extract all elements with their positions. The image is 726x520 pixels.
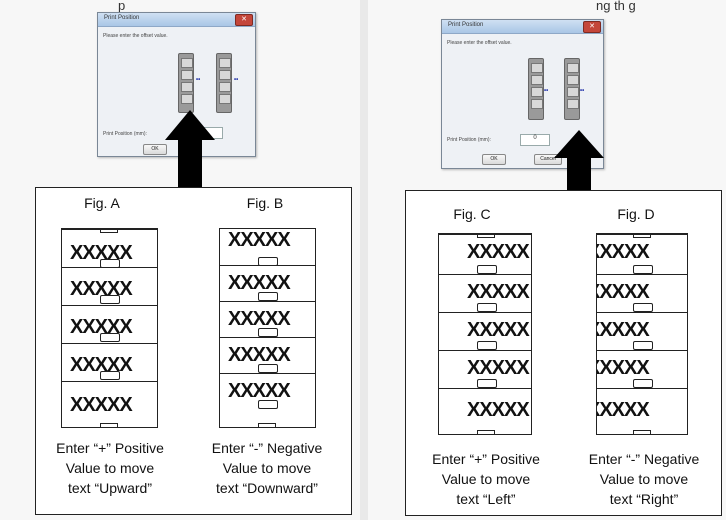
fig-c-row-text: XXXXX <box>467 241 530 263</box>
fig-a-row-text: XXXXX <box>70 242 133 264</box>
fig-a-row-text: XXXXX <box>70 316 133 338</box>
close-icon[interactable]: ✕ <box>235 14 253 26</box>
fig-d-label-strip: XXXXX XXXXX XXXXX XXXXX XXXXX <box>596 233 688 435</box>
fig-c-description: Enter “+” Positive Value to move text “L… <box>432 451 540 507</box>
print-position-label: Print Position (mm): <box>103 131 147 137</box>
dialog-title: Print Position <box>448 22 484 28</box>
fig-b-row-text: XXXXX <box>228 272 291 294</box>
fig-b-row-text: XXXXX <box>228 229 291 251</box>
tape-preview-after <box>564 58 580 120</box>
up-arrow-icon <box>554 130 604 226</box>
fig-c-row-text: XXXXX <box>467 319 530 341</box>
fig-c-label-strip: XXXXX XXXXX XXXXX XXXXX XXXXX <box>438 233 532 435</box>
ok-button[interactable]: OK <box>482 154 506 165</box>
dialog-titlebar: Print Position ✕ <box>442 20 603 34</box>
dialog-title: Print Position <box>104 15 140 21</box>
nudge-icon: •• <box>234 77 239 83</box>
nudge-icon: •• <box>580 88 585 94</box>
caption-fragment-right: ng th g <box>596 0 636 13</box>
nudge-icon: •• <box>544 88 549 94</box>
figure-box-right: Fig. C Fig. D XXXXX XXXXX XXXXX XXXXX XX… <box>405 190 722 516</box>
fig-c-row-text: XXXXX <box>467 357 530 379</box>
tape-preview-before <box>178 53 194 113</box>
caption-fragment-left: p <box>118 0 126 13</box>
fig-b-label-strip: XXXXX XXXXX XXXXX XXXXX XXXXX <box>219 228 316 428</box>
print-position-input[interactable]: 0 <box>520 134 550 146</box>
fig-c-row-text: XXXXX <box>467 399 530 421</box>
fig-b-row-text: XXXXX <box>228 380 291 402</box>
cancel-button[interactable]: Cancel <box>534 154 562 165</box>
fig-d-row-text: XXXXX <box>597 399 650 421</box>
nudge-icon: •• <box>196 77 201 83</box>
dialog-instruction: Please enter the offset value. <box>447 40 512 46</box>
close-icon[interactable]: ✕ <box>583 21 601 33</box>
fig-d-row-text: XXXXX <box>597 241 650 263</box>
fig-b-title: Fig. B <box>246 195 284 211</box>
fig-d-row-text: XXXXX <box>597 319 650 341</box>
fig-b-description: Enter “-” Negative Value to move text “D… <box>211 440 323 496</box>
tape-preview-after <box>216 53 232 113</box>
fig-a-description: Enter “+” Positive Value to move text “U… <box>56 440 164 496</box>
fig-c-row-text: XXXXX <box>467 281 530 303</box>
fig-d-title: Fig. D <box>617 206 655 222</box>
fig-b-row-text: XXXXX <box>228 308 291 330</box>
fig-c-title: Fig. C <box>453 206 491 222</box>
fig-d-description: Enter “-” Negative Value to move text “R… <box>588 451 700 507</box>
fig-d-row-text: XXXXX <box>597 281 650 303</box>
panel-right: ng th g Print Position ✕ Please enter th… <box>368 0 726 520</box>
figure-box-left: Fig. A Fig. B XXXXX XXXXX XXXXX XXXXX XX… <box>35 187 352 515</box>
fig-a-row-text: XXXXX <box>70 394 133 416</box>
tape-preview-before <box>528 58 544 120</box>
print-position-label: Print Position (mm): <box>447 137 491 143</box>
panel-left: p Print Position ✕ Please enter the offs… <box>0 0 360 520</box>
dialog-titlebar: Print Position ✕ <box>98 13 255 27</box>
fig-a-title: Fig. A <box>84 195 120 211</box>
print-position-dialog-right: Print Position ✕ Please enter the offset… <box>441 19 604 169</box>
up-arrow-icon <box>165 110 215 216</box>
panel-divider <box>360 0 368 520</box>
fig-d-row-text: XXXXX <box>597 357 650 379</box>
fig-b-row-text: XXXXX <box>228 344 291 366</box>
dialog-instruction: Please enter the offset value. <box>103 33 168 39</box>
fig-a-row-text: XXXXX <box>70 278 133 300</box>
ok-button[interactable]: OK <box>143 144 167 155</box>
fig-a-label-strip: XXXXX XXXXX XXXXX XXXXX XXXXX <box>61 228 158 428</box>
fig-a-row-text: XXXXX <box>70 354 133 376</box>
